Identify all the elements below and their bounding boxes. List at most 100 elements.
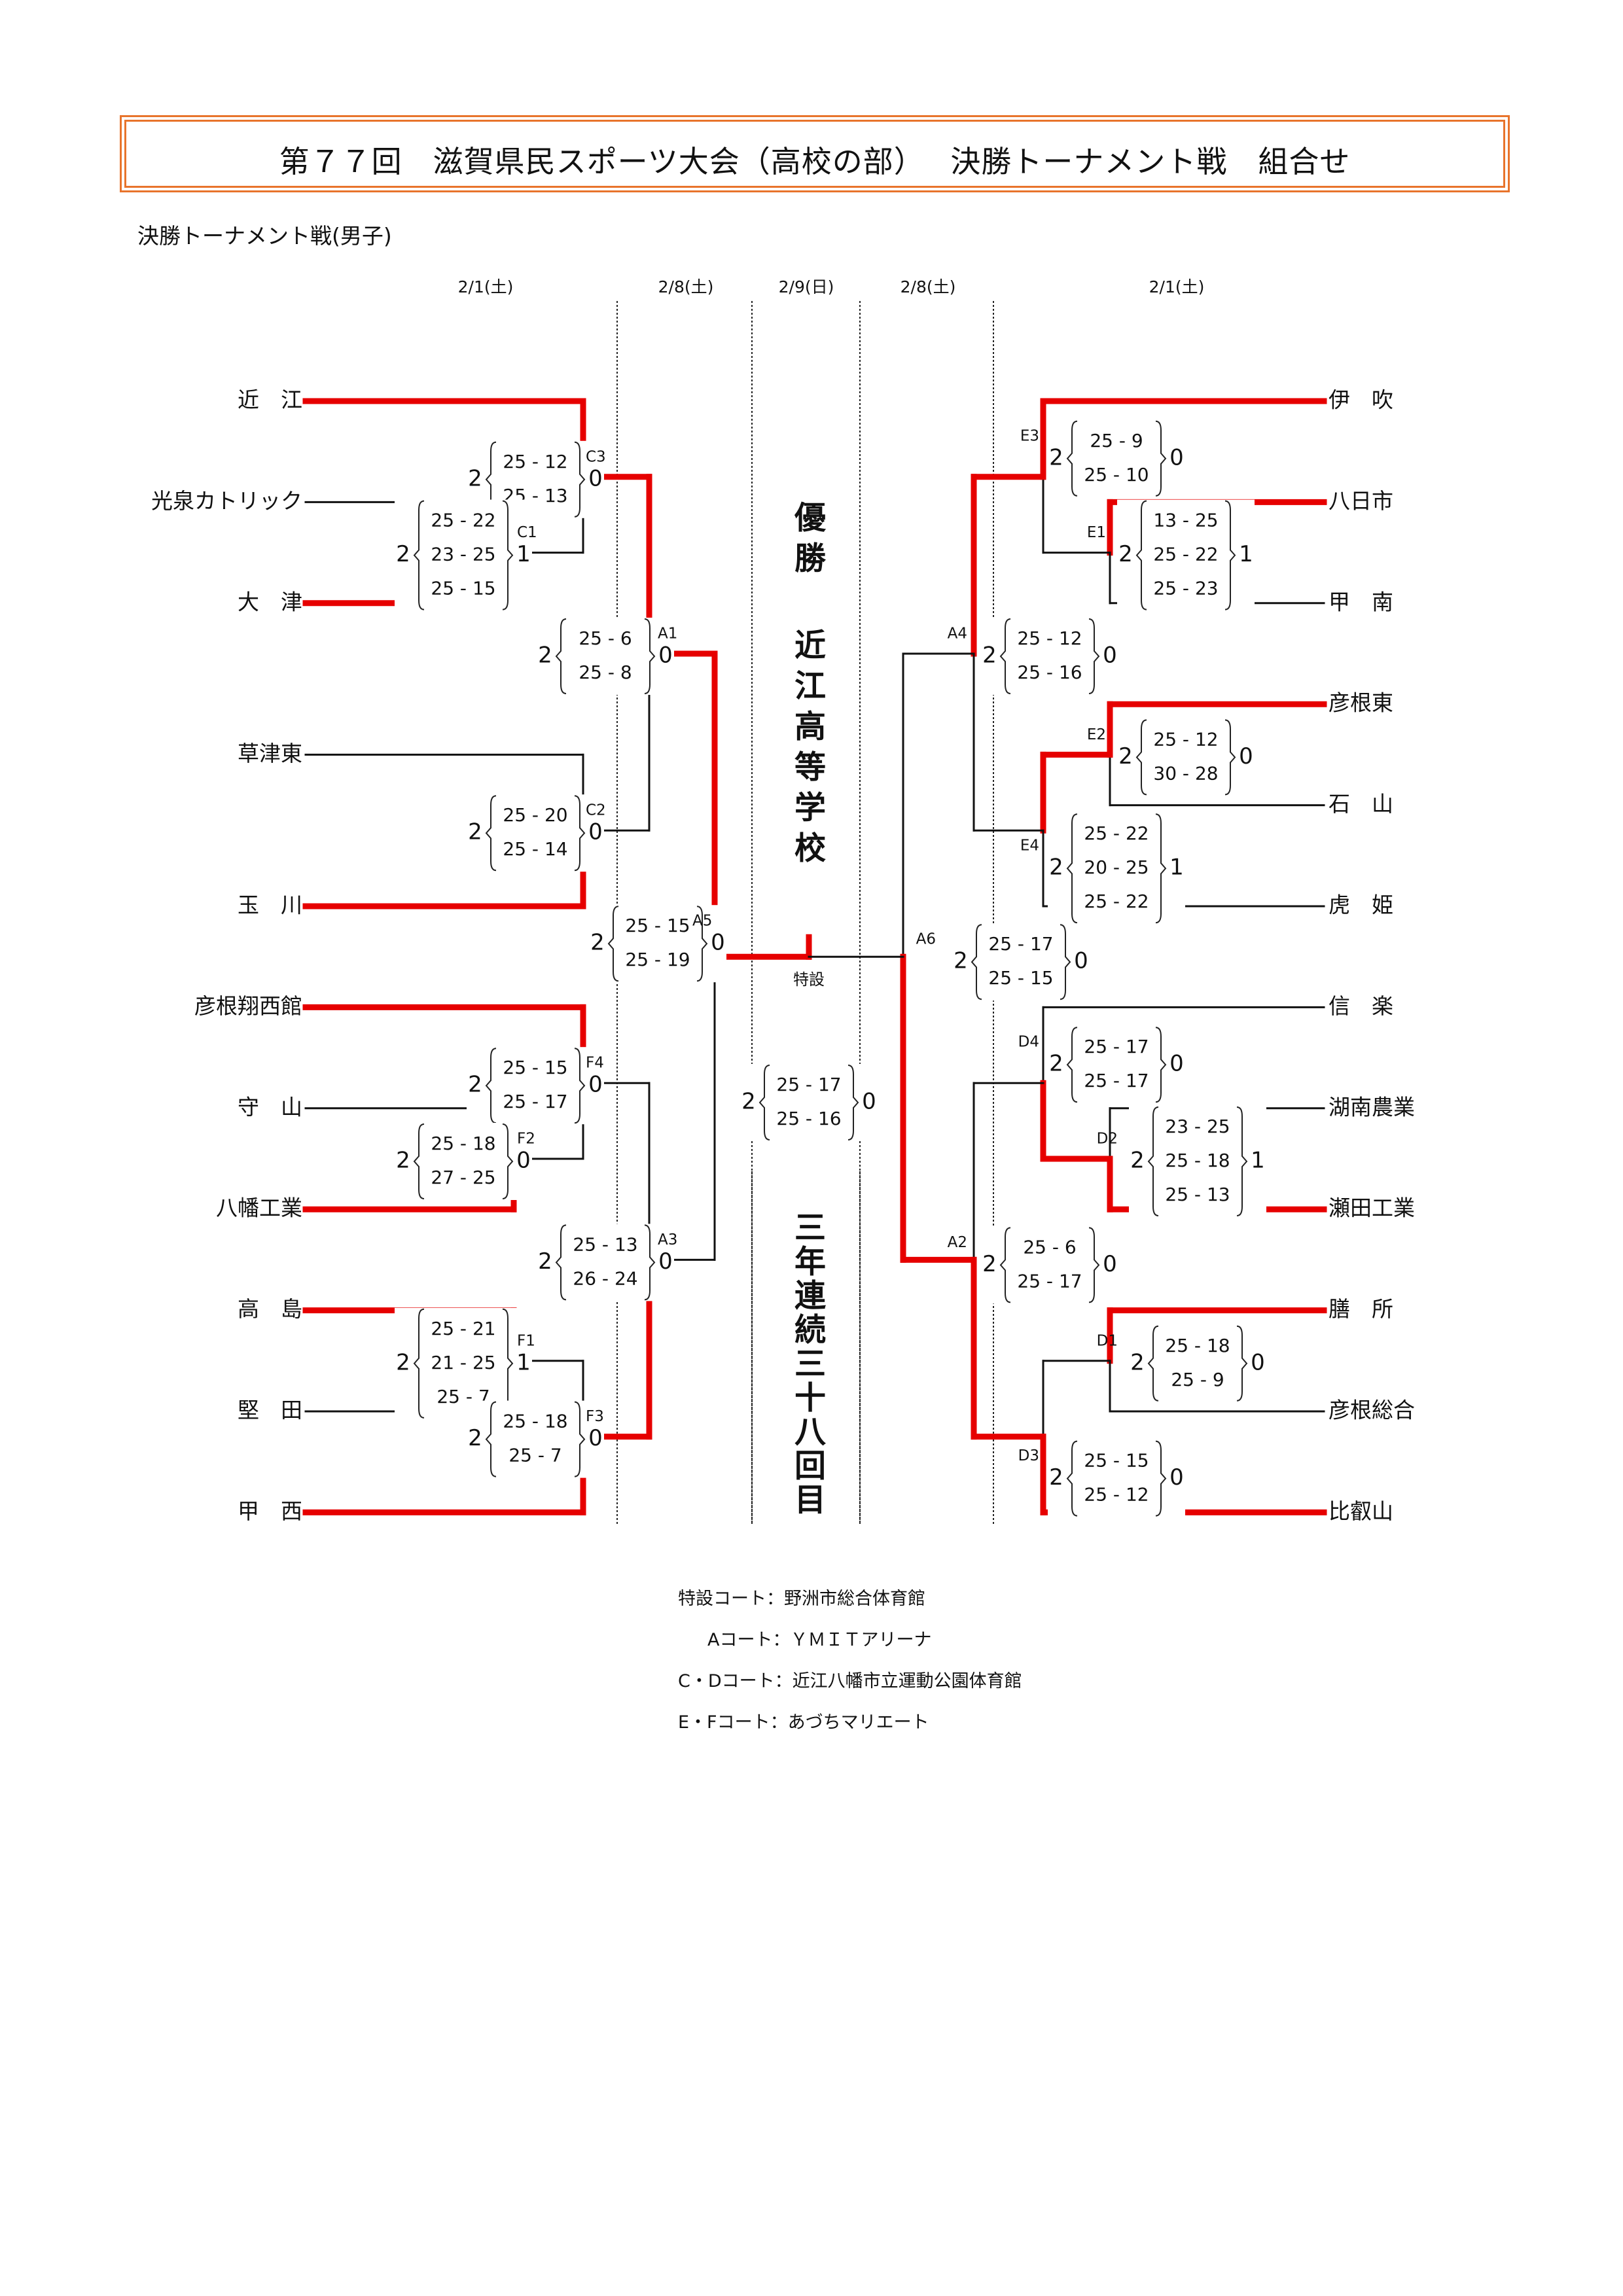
right-brace-icon [1224, 719, 1236, 796]
score-backdrop [1129, 1106, 1266, 1217]
right-brace-icon [1236, 1325, 1248, 1402]
date-label: 2/1(土) [458, 277, 514, 296]
score-backdrop [1048, 419, 1185, 497]
set-score: 25 - 19 [625, 949, 690, 970]
winner-set-count: 2 [1118, 743, 1133, 769]
set-score: 21 - 25 [431, 1352, 495, 1373]
court-note: C・Dコート：近江八幡市立運動公園体育館 [678, 1671, 1022, 1691]
set-score: 26 - 24 [573, 1267, 637, 1289]
match-id: A1 [658, 626, 677, 643]
right-brace-icon [574, 795, 586, 872]
winner-set-count: 2 [468, 1425, 482, 1451]
court-note: Aコート：ＹＭＩＴアリーナ [707, 1630, 932, 1650]
set-score: 30 - 28 [1153, 762, 1218, 784]
champion-note: 年 [794, 1244, 826, 1280]
set-score: 25 - 18 [1165, 1150, 1230, 1171]
team-name-right: 虎 姫 [1329, 892, 1393, 918]
loser-set-count: 0 [711, 930, 725, 956]
left-brace-icon [1066, 420, 1078, 497]
set-score: 25 - 16 [1017, 662, 1082, 683]
set-score: 25 - 13 [1165, 1184, 1230, 1205]
left-brace-icon [1066, 1440, 1078, 1517]
team-name-right: 彦根東 [1329, 690, 1393, 716]
winner-set-count: 2 [1049, 855, 1063, 881]
left-brace-icon [413, 500, 425, 610]
score-backdrop [1048, 1026, 1185, 1104]
court-label: Aコート [707, 1630, 773, 1650]
set-score: 25 - 8 [579, 662, 632, 683]
match-id: F4 [586, 1055, 604, 1072]
right-brace-icon [1155, 420, 1167, 497]
score-backdrop [467, 1400, 604, 1478]
right-brace-icon [574, 1401, 586, 1477]
score-backdrop [589, 905, 726, 983]
set-score: 25 - 22 [1084, 822, 1149, 844]
set-score: 25 - 20 [503, 804, 567, 826]
match-id: D1 [1097, 1332, 1118, 1349]
right-brace-icon [502, 500, 514, 610]
right-brace-icon [696, 906, 708, 982]
loser-set-count: 0 [1251, 1349, 1265, 1375]
loser-set-count: 0 [516, 1148, 531, 1174]
set-score: 25 - 12 [503, 451, 567, 472]
left-brace-icon [413, 1308, 425, 1419]
champion-note: 連 [794, 1278, 827, 1315]
right-brace-icon [1155, 813, 1167, 924]
winner-set-count: 2 [1118, 541, 1133, 567]
loser-set-count: 1 [1251, 1148, 1265, 1174]
set-score: 25 - 17 [1017, 1270, 1082, 1292]
winner-set-count: 2 [396, 1349, 410, 1375]
score-backdrop [1117, 718, 1255, 796]
set-score: 23 - 25 [431, 544, 495, 565]
team-name-right: 伊 吹 [1329, 387, 1393, 413]
set-score: 25 - 17 [776, 1074, 841, 1095]
loser-set-count: 0 [658, 643, 673, 669]
set-score: 27 - 25 [431, 1167, 495, 1188]
loser-set-count: 0 [862, 1089, 876, 1115]
court-notes: 特設コート：野洲市総合体育館 Aコート：ＹＭＩＴアリーナ C・Dコート：近江八幡… [678, 1578, 1022, 1743]
set-score: 25 - 9 [1090, 430, 1143, 451]
set-score: 25 - 22 [431, 510, 495, 531]
team-name-right: 八日市 [1329, 488, 1393, 514]
winner-set-count: 2 [1049, 1051, 1063, 1077]
right-brace-icon [644, 1224, 656, 1301]
match-id: F2 [517, 1131, 535, 1148]
set-score: 25 - 15 [503, 1057, 567, 1078]
right-brace-icon [574, 441, 586, 518]
champion-name: 近 [794, 627, 826, 664]
winner-set-count: 2 [1130, 1148, 1145, 1174]
right-brace-icon [574, 1048, 586, 1124]
left-brace-icon [1147, 1106, 1159, 1216]
team-name-left: 草津東 [238, 741, 302, 766]
winner-set-count: 2 [954, 948, 968, 974]
team-name-right: 甲 南 [1329, 589, 1393, 614]
set-score: 20 - 25 [1084, 857, 1149, 878]
left-brace-icon [999, 1227, 1011, 1303]
set-score: 25 - 17 [1084, 1036, 1149, 1057]
champion-heading: 優 [794, 500, 827, 537]
date-label: 2/1(土) [1149, 277, 1205, 296]
loser-set-count: 1 [1169, 855, 1184, 881]
loser-set-count: 0 [588, 819, 603, 845]
champion-note: 三 [794, 1210, 826, 1246]
right-brace-icon [1060, 924, 1071, 1000]
loser-set-count: 0 [588, 1072, 603, 1098]
champion-name: 江 [794, 668, 826, 705]
section-title: 決勝トーナメント戦(男子) [137, 223, 392, 249]
court-note: 特設コート：野洲市総合体育館 [678, 1589, 925, 1609]
set-score: 25 - 6 [579, 627, 632, 649]
winner-set-count: 2 [741, 1089, 756, 1115]
team-name-right: 彦根総合 [1329, 1398, 1415, 1423]
score-backdrop [467, 794, 604, 872]
loser-set-count: 0 [1169, 1051, 1184, 1077]
match-id: C2 [586, 802, 606, 819]
winner-set-count: 2 [590, 930, 605, 956]
team-name-left: 八幡工業 [216, 1195, 302, 1221]
winner-set-count: 2 [538, 643, 552, 669]
right-brace-icon [847, 1065, 859, 1140]
champion-note-panel [756, 1171, 854, 1518]
team-name-left: 光泉カトリック [151, 488, 302, 514]
final-court-label: 特設 [793, 970, 825, 989]
champion-name: 校 [794, 830, 826, 867]
